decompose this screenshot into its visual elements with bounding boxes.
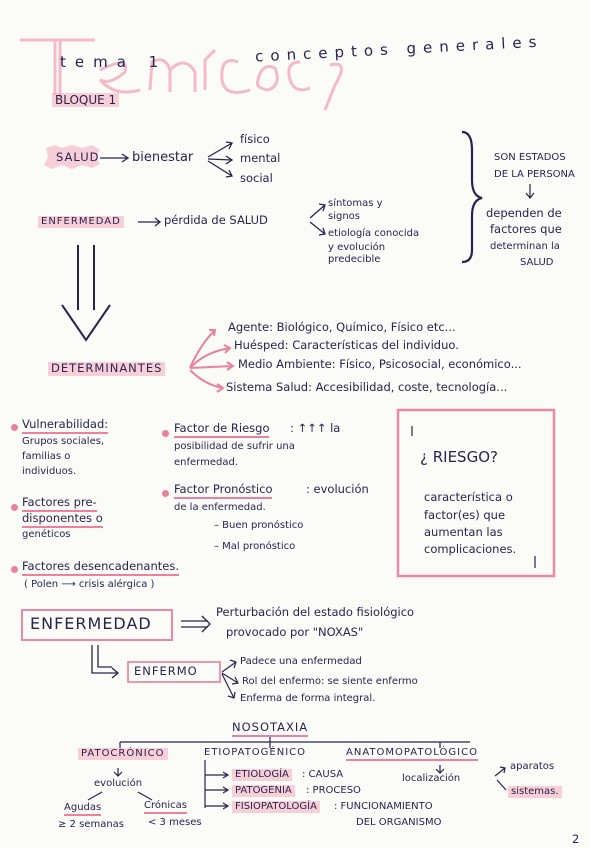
determinante-agente: Agente: Biológico, Químico, Físico etc..… — [228, 320, 456, 334]
enfermo-item-3: Enferma de forma integral. — [240, 693, 376, 704]
salud-branch-social: social — [240, 171, 273, 185]
cronicas-label: Crónicas — [144, 801, 187, 814]
bullet-desencadenantes — [11, 566, 18, 573]
salud-burst — [44, 145, 100, 169]
enf-branch-evolucion: y evolución predecible — [328, 242, 386, 265]
enfermo-item-1: Padece una enfermedad — [240, 656, 362, 667]
predisponentes-text: genéticos — [22, 529, 71, 540]
determinantes-label: DETERMINANTES — [48, 362, 166, 376]
bienestar-text: bienestar — [132, 150, 194, 165]
nosotaxia-title: NOSOTAXIA — [232, 721, 309, 737]
factor-pronostico-title: Factor Pronóstico — [174, 483, 273, 499]
vulnerabilidad-text1: Grupos sociales, — [22, 436, 105, 447]
enfermedad-def-line2: provocado por "NOXAS" — [226, 625, 364, 639]
mal-pronostico: – Mal pronóstico — [214, 541, 296, 552]
fisio-def2: DEL ORGANISMO — [356, 817, 442, 828]
sistemas-text: sistemas. — [508, 786, 562, 798]
tema-label: tema 1 — [60, 53, 168, 71]
enfermo-item-2: Rol del enfermo: se siente enfermo — [242, 676, 418, 687]
factor-riesgo-text1: : ↑↑↑ la — [290, 421, 341, 435]
etiopatogenico-label: ETIOPATOGÉNICO — [204, 747, 307, 758]
enfermedad-label-top: ENFERMEDAD — [38, 216, 124, 228]
salud-label: SALUD — [56, 150, 100, 164]
bloque-label: BLOQUE 1 — [52, 93, 120, 107]
anatomopatologico-label: ANATOMOPATOLÓGICO — [346, 748, 478, 761]
side-note-line4: factores que — [490, 222, 562, 236]
side-note-line2: DE LA PERSONA — [494, 169, 575, 180]
salud-branch-mental: mental — [240, 151, 281, 165]
aparatos-text: aparatos — [510, 761, 555, 772]
patocronico-label: PATOCRÓNICO — [78, 748, 168, 760]
determinante-huesped: Huésped: Características del individuo. — [234, 338, 459, 352]
perdida-salud-text: pérdida de SALUD — [164, 213, 268, 227]
predisponentes-title1: Factores pre- — [22, 496, 97, 512]
agudas-time: ≥ 2 semanas — [58, 819, 125, 830]
bullet-predisponentes — [11, 504, 18, 511]
bullet-factor-pronostico — [162, 490, 169, 497]
side-note-line5: determinan la — [490, 241, 560, 252]
patogenia-label: PATOGENIA — [232, 785, 295, 797]
desencadenantes-title: Factores desencadenantes. — [22, 560, 180, 576]
etiologia-label: ETIOLOGÍA — [232, 769, 292, 781]
bullet-factor-riesgo — [162, 430, 169, 437]
riesgo-box-line1: característica o — [424, 490, 513, 504]
salud-branch-fisico: físico — [240, 132, 270, 146]
side-note-line1: SON ESTADOS — [494, 152, 566, 163]
enfermedad-def-label: ENFERMEDAD — [30, 614, 152, 633]
evolucion-text: evolución — [94, 778, 143, 789]
riesgo-box-line3: aumentan las — [424, 525, 503, 539]
factor-riesgo-text3: enfermedad. — [174, 457, 238, 468]
etiologia-def: : CAUSA — [302, 769, 344, 780]
buen-pronostico: – Buen pronóstico — [214, 520, 304, 531]
cronicas-time: < 3 meses — [148, 817, 202, 828]
riesgo-box-title: ¿ RIESGO? — [420, 448, 498, 466]
fisio-def1: : FUNCIONAMIENTO — [334, 801, 433, 812]
determinante-medio: Medio Ambiente: Físico, Psicosocial, eco… — [238, 357, 522, 371]
vulnerabilidad-text2: familias o — [22, 451, 71, 462]
determinante-sistema: Sistema Salud: Accesibilidad, coste, tec… — [226, 380, 508, 394]
bullet-vulnerabilidad — [11, 424, 18, 431]
side-note-line6: SALUD — [520, 257, 554, 268]
factor-riesgo-title: Factor de Riesgo — [174, 422, 270, 438]
enfermo-label: ENFERMO — [134, 664, 198, 678]
enf-branch-sintomas: síntomas y signos — [328, 198, 383, 222]
localizacion-text: localización — [402, 773, 461, 784]
agudas-label: Agudas — [64, 803, 102, 816]
factor-pronostico-text2: de la enfermedad. — [174, 502, 266, 513]
factor-riesgo-text2: posibilidad de sufrir una — [174, 441, 295, 452]
vulnerabilidad-text3: individuos. — [22, 466, 77, 477]
factor-pronostico-text1: : evolución — [306, 482, 369, 496]
desencadenantes-text: ( Polen ⟶ crisis alérgica ) — [24, 579, 155, 590]
side-note-line3: dependen de — [486, 206, 562, 220]
fisiopatologia-label: FISIOPATOLOGÍA — [232, 801, 320, 813]
enfermedad-def-line1: Perturbación del estado fisiológico — [216, 605, 415, 619]
vulnerabilidad-title: Vulnerabilidad: — [22, 418, 109, 434]
riesgo-box-line4: complicaciones. — [424, 542, 517, 556]
enf-branch-etiologia: etiología conocida — [328, 228, 420, 239]
predisponentes-title2: disponentes o — [22, 512, 103, 528]
page-number: 2 — [572, 832, 580, 846]
riesgo-box-line2: factor(es) que — [424, 508, 506, 522]
patogenia-def: : PROCESO — [306, 785, 361, 796]
